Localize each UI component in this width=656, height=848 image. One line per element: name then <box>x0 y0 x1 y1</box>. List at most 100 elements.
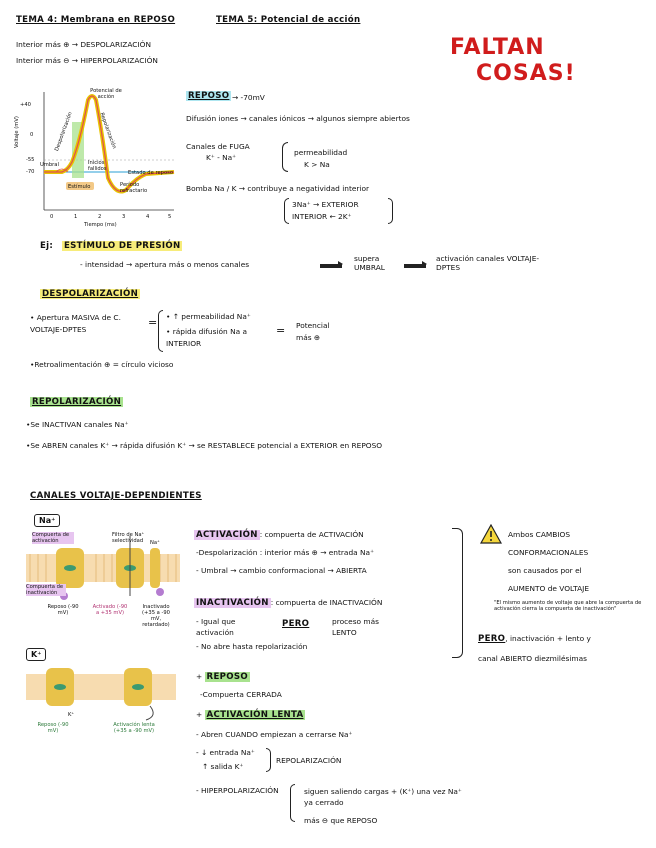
lenta-repol: REPOLARIZACIÓN <box>276 756 342 765</box>
nota-l6: canal ABIERTO diezmilésimas <box>478 654 587 663</box>
k-ion-label: K⁺ <box>68 712 75 718</box>
ej-intensidad: - intensidad → apertura más o menos cana… <box>80 260 250 269</box>
graph-umbral: Umbral <box>40 162 59 168</box>
na-state-activado: Activado (-90 a +35 mV) <box>92 604 128 616</box>
despol-equals-2: = <box>276 324 286 337</box>
activacion-l1: -Despolarización : interior más ⊕ → entr… <box>196 548 374 557</box>
ej-arrow-2 <box>404 261 427 268</box>
xtick-1: 1 <box>74 214 78 220</box>
reposo-k-heading: + REPOSO <box>196 672 250 682</box>
na-state-reposo: Reposo (-90 mV) <box>47 604 79 616</box>
repol-l1: •Se INACTIVAN canales Na⁺ <box>26 420 129 429</box>
ytick-0: 0 <box>30 132 34 138</box>
bomba-brace-left <box>284 198 289 224</box>
inactivacion-l1b: proceso más LENTO <box>332 617 379 637</box>
difusion-line: Difusión iones → canales iónicos → algun… <box>186 114 410 123</box>
reposo-value: → -70mV <box>232 93 265 102</box>
graph-peak-label: Potencial de acción <box>90 88 122 100</box>
graph-xlabel: Tiempo (ms) <box>84 222 117 228</box>
nota-l4: AUMENTO de VOLTAJE <box>508 584 589 593</box>
permeabilidad-text: permeabilidad <box>294 148 348 157</box>
na-label-activacion: Compuerta de activación <box>32 532 74 544</box>
despol-retro: •Retroalimentación ⊕ = círculo vicioso <box>30 360 174 369</box>
lenta-h2: más ⊖ que REPOSO <box>304 816 378 825</box>
interior-negative-line: Interior más ⊖ → HIPERPOLARIZACIÓN <box>16 56 158 65</box>
inactivacion-l1a: - Igual que activación <box>196 617 236 637</box>
k-state-reposo: Reposo (-90 mV) <box>37 722 69 734</box>
ytick-70: -70 <box>26 169 35 175</box>
graph-estado-reposo: Estado de reposo <box>128 170 173 176</box>
activacion-inactivacion-brace <box>452 528 463 658</box>
reposo-k-title: REPOSO <box>204 672 250 682</box>
na-label-filtro: Filtro de Na⁺ selectividad <box>112 532 145 544</box>
nota-pero: PERO <box>478 634 506 644</box>
na-channel-diagram <box>26 536 180 600</box>
lenta-hiper: - HIPERPOLARIZACIÓN <box>196 786 279 795</box>
lenta-heading: + ACTIVACIÓN LENTA <box>196 710 306 720</box>
nota-small: "El mismo aumento de voltaje que abre la… <box>494 600 642 612</box>
fuga-title: Canales de FUGA <box>186 142 250 151</box>
canales-title: CANALES VOLTAJE-DEPENDIENTES <box>30 491 202 501</box>
ytick-40: +40 <box>20 102 31 108</box>
nota-l5: , inactivación + lento y <box>505 634 591 643</box>
bomba-brace-right <box>388 198 393 224</box>
tema5-title: TEMA 5: Potencial de acción <box>216 15 361 25</box>
inactivacion-heading: INACTIVACIÓN: compuerta de INACTIVACIÓN <box>194 598 382 608</box>
cosas-text: COSAS! <box>476 61 576 86</box>
lenta-title: ACTIVACIÓN LENTA <box>204 710 306 720</box>
reposo-k-l1: -Compuerta CERRADA <box>200 690 282 699</box>
reposo-title: REPOSO <box>186 91 232 101</box>
bomba-exterior: 3Na⁺ → EXTERIOR <box>292 200 359 209</box>
lenta-l1: - Abren CUANDO empiezan a cerrarse Na⁺ <box>196 730 353 739</box>
graph-refractario: Período refractario <box>120 182 148 194</box>
graph-estimulo: Estímulo <box>68 184 91 190</box>
inactivacion-title: INACTIVACIÓN <box>194 598 271 608</box>
lenta-l2a: - ↓ entrada Na⁺ <box>196 748 255 757</box>
tema4-title: TEMA 4: Membrana en REPOSO <box>16 15 176 25</box>
k-gt-na-text: K > Na <box>304 160 330 169</box>
xtick-4: 4 <box>146 214 150 220</box>
inactivacion-title-rest: : compuerta de INACTIVACIÓN <box>270 598 383 607</box>
ej-supera: supera UMBRAL <box>354 254 385 272</box>
ytick-55: -55 <box>26 157 35 163</box>
ej-arrow-1 <box>320 261 343 268</box>
ej-label: Ej: <box>40 241 54 251</box>
activacion-title: ACTIVACIÓN <box>194 530 260 540</box>
k-channel-diagram <box>26 668 176 721</box>
hiper-brace <box>290 784 295 822</box>
xtick-3: 3 <box>122 214 126 220</box>
graph-inicios: Inicios fallidos <box>88 160 107 172</box>
fuga-brace <box>282 142 288 172</box>
despol-brace <box>158 310 163 352</box>
despol-apertura: • Apertura MASIVA de C. VOLTAJE-DPTES <box>30 313 121 334</box>
ej-activacion: activación canales VOLTAJE-DPTES <box>436 254 540 272</box>
despol-potencial: Potencial más ⊕ <box>296 321 330 342</box>
inactivacion-l2: - No abre hasta repolarización <box>196 642 308 651</box>
despol-rapida: • rápida difusión Na a INTERIOR <box>166 327 248 348</box>
repol-l2: •Se ABREN canales K⁺ → rápida difusión K… <box>26 441 383 450</box>
lenta-l2b: ↑ salida K⁺ <box>202 762 244 771</box>
nota-l5-line: PERO, inactivación + lento y <box>478 634 591 644</box>
bomba-line: Bomba Na / K → contribuye a negatividad … <box>186 184 370 193</box>
k-channel-box: K⁺ <box>26 648 47 661</box>
activacion-title-rest: : compuerta de ACTIVACIÓN <box>259 530 364 539</box>
despol-title: DESPOLARIZACIÓN <box>40 289 141 299</box>
na-state-inactivado: Inactivado (+35 a -90 mV, retardado) <box>142 604 170 628</box>
bomba-interior: INTERIOR ← 2K⁺ <box>292 212 352 221</box>
na-label-inactivacion: Compuerta de inactivación <box>26 584 66 596</box>
lenta-h1: siguen saliendo cargas + (K⁺) una vez Na… <box>304 787 462 807</box>
xtick-0: 0 <box>50 214 54 220</box>
despol-perm: • ↑ permeabilidad Na⁺ <box>166 312 251 321</box>
activacion-l2: - Umbral → cambio conformacional → ABIER… <box>196 566 367 575</box>
activacion-heading: ACTIVACIÓN: compuerta de ACTIVACIÓN <box>194 530 364 540</box>
graph-ylabel: Voltaje (mV) <box>14 116 20 148</box>
k-state-lenta: Activación lenta (+35 a -90 mV) <box>113 722 155 734</box>
action-potential-graph <box>21 92 175 211</box>
na-channel-box: Na⁺ <box>34 514 61 527</box>
interior-positive-line: Interior más ⊕ → DESPOLARIZACIÓN <box>16 40 151 49</box>
lenta-brace <box>266 748 271 772</box>
despol-equals-1: = <box>148 316 158 329</box>
na-label-ion: Na⁺ <box>150 540 160 546</box>
xtick-5: 5 <box>168 214 172 220</box>
ej-estimulo: ESTÍMULO DE PRESIÓN <box>62 241 183 251</box>
